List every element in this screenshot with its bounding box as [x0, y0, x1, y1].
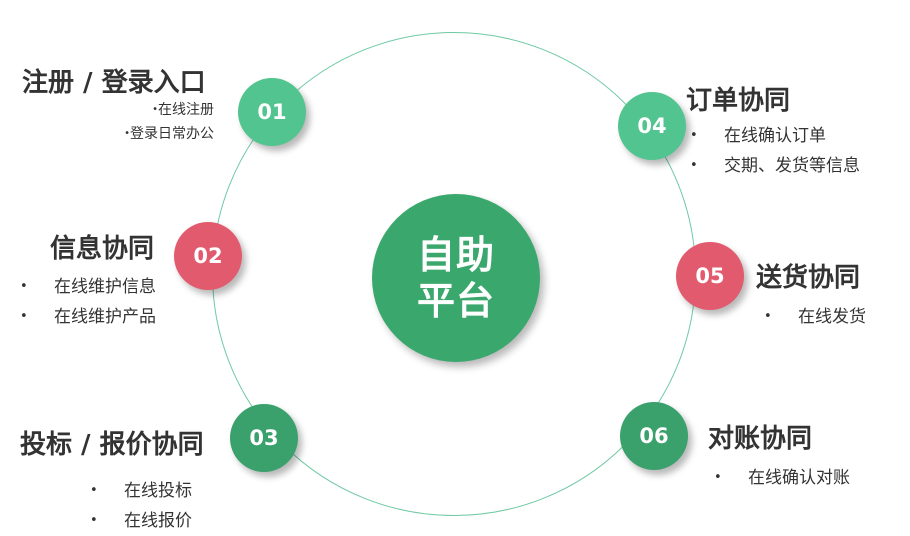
bullet-text: 交期、发货等信息	[724, 156, 860, 176]
node-01-circle: 01	[238, 78, 306, 146]
node-01-title: 注册 / 登录入口	[22, 68, 206, 98]
bullet-dot: •	[714, 470, 722, 485]
bullet-dot: •	[152, 104, 158, 115]
node-04-bullets: • 在线确认订单 • 交期、发货等信息	[690, 121, 860, 181]
list-item: • 在线确认订单	[690, 121, 860, 151]
list-item: • 在线注册	[112, 98, 214, 122]
list-item: • 交期、发货等信息	[690, 151, 860, 181]
center-label-line2: 平台	[416, 279, 495, 323]
list-item: • 在线报价	[90, 506, 192, 536]
bullet-text: 在线报价	[124, 511, 192, 531]
node-03-circle: 03	[230, 404, 298, 472]
bullet-dot: •	[90, 513, 98, 528]
node-06-title: 对账协同	[708, 424, 813, 454]
bullet-text: 在线维护信息	[54, 277, 156, 297]
bullet-dot: •	[764, 309, 772, 324]
bullet-text: 在线发货	[798, 307, 866, 327]
center-label-line1: 自助	[416, 233, 495, 277]
bullet-text: 在线维护产品	[54, 307, 156, 327]
node-04-circle: 04	[618, 92, 686, 160]
node-04-title: 订单协同	[686, 86, 791, 116]
node-06-number: 06	[639, 424, 669, 448]
node-05-circle: 05	[676, 242, 744, 310]
node-05-bullets: • 在线发货	[764, 302, 866, 332]
list-item: • 在线发货	[764, 302, 866, 332]
node-06-bullets: • 在线确认对账	[714, 463, 850, 493]
bullet-dot: •	[124, 128, 130, 139]
bullet-dot: •	[690, 158, 698, 173]
bullet-dot: •	[20, 279, 28, 294]
center-circle: 自助 平台	[372, 194, 540, 362]
node-02-number: 02	[193, 244, 223, 268]
node-03-title: 投标 / 报价协同	[20, 430, 204, 460]
list-item: • 在线投标	[90, 476, 192, 506]
node-02-circle: 02	[174, 222, 242, 290]
bullet-text: 在线确认订单	[724, 126, 826, 146]
bullet-dot: •	[20, 309, 28, 324]
list-item: • 在线确认对账	[714, 463, 850, 493]
node-03-bullets: • 在线投标 • 在线报价	[90, 476, 192, 536]
list-item: • 在线维护产品	[20, 302, 156, 332]
node-03-number: 03	[249, 426, 279, 450]
node-05-number: 05	[695, 264, 725, 288]
bullet-dot: •	[90, 483, 98, 498]
list-item: • 登录日常办公	[112, 122, 214, 146]
node-04-number: 04	[637, 114, 667, 138]
bullet-text: 在线确认对账	[748, 468, 850, 488]
node-02-title: 信息协同	[50, 234, 155, 264]
bullet-text: 登录日常办公	[130, 126, 214, 142]
node-01-bullets: • 在线注册 • 登录日常办公	[112, 98, 214, 146]
node-02-bullets: • 在线维护信息 • 在线维护产品	[20, 272, 156, 332]
node-01-number: 01	[257, 100, 287, 124]
bullet-text: 在线投标	[124, 481, 192, 501]
list-item: • 在线维护信息	[20, 272, 156, 302]
bullet-dot: •	[690, 128, 698, 143]
node-05-title: 送货协同	[756, 263, 861, 293]
node-06-circle: 06	[620, 402, 688, 470]
bullet-text: 在线注册	[158, 102, 214, 118]
